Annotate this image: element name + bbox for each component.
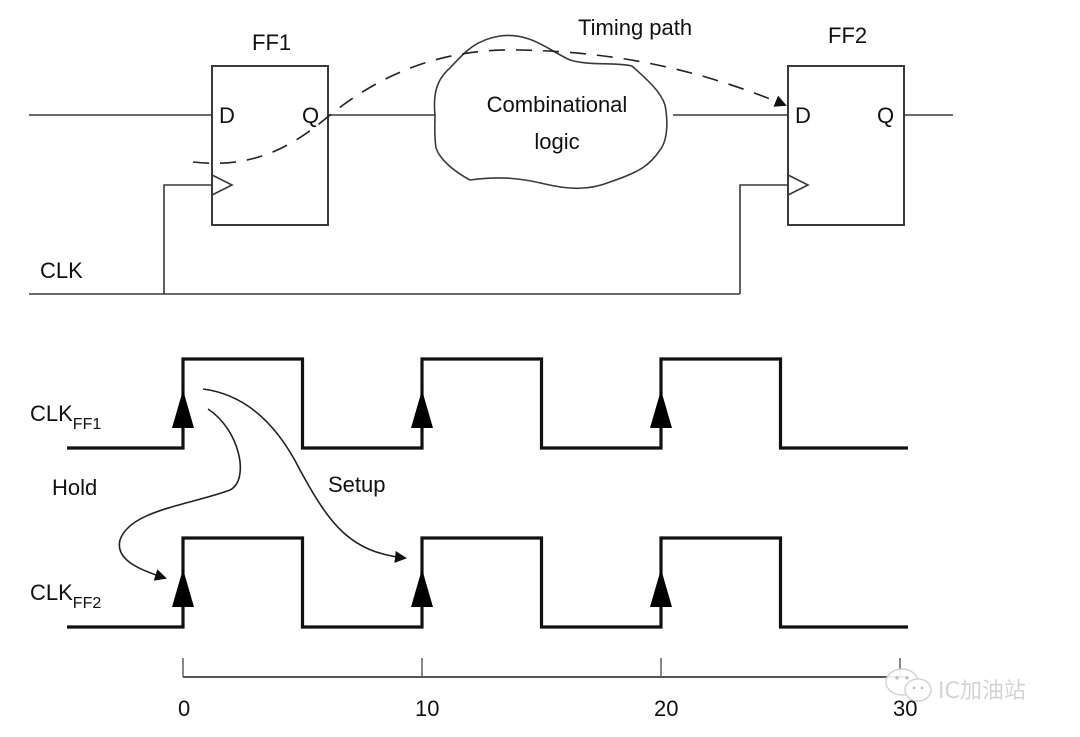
- clk-ff2-branch-wire: [739, 184, 788, 294]
- setup-label: Setup: [328, 472, 386, 497]
- ff2-title: FF2: [828, 23, 867, 48]
- hold-arrow: [118, 408, 242, 581]
- clk-ff2-waveform: [67, 536, 908, 629]
- timing-path-arrow: [192, 49, 787, 164]
- axis-tick-label: 0: [178, 696, 190, 721]
- clk-label: CLK: [40, 258, 83, 283]
- clk-ff2-label: CLKFF2: [30, 580, 101, 612]
- clk-ff2-rising-edge-arrow-icon: [172, 569, 194, 607]
- timing-path-label: Timing path: [578, 15, 692, 40]
- ff1-d-label: D: [219, 103, 235, 128]
- clk-ff1-branch-wire: [163, 184, 212, 294]
- hold-label: Hold: [52, 475, 97, 500]
- clk-ff1-waveform: [67, 357, 908, 450]
- ff1-q-label: Q: [302, 103, 319, 128]
- ff2-clock-triangle-icon: [787, 174, 810, 196]
- clk-ff1-rising-edge-arrow-icon: [172, 390, 194, 428]
- combinational-label-line1: Combinational: [487, 92, 628, 117]
- combinational-label-line2: logic: [534, 129, 579, 154]
- setup-arrow: [202, 388, 407, 563]
- ff1-title: FF1: [252, 30, 291, 55]
- ff2-box: [787, 65, 905, 226]
- combinational-logic-cloud: [433, 34, 668, 190]
- axis-tick-label: 20: [654, 696, 678, 721]
- clk-ff1-rising-edge-arrow-icon: [650, 390, 672, 428]
- waveforms: CLKFF1 CLKFF2 Hold Setup: [30, 357, 908, 629]
- ff1-clock-triangle-icon: [211, 174, 234, 196]
- clk-ff2-rising-edge-arrow-icon: [650, 569, 672, 607]
- circuit: FF1 D Q Combinational logic FF2 D Q CLK …: [29, 15, 953, 295]
- axis-tick-label: 10: [415, 696, 439, 721]
- watermark: IC加油站: [885, 668, 1026, 704]
- watermark-text: IC加油站: [938, 679, 1026, 704]
- wechat-icon: [885, 668, 932, 702]
- ff1-box: [211, 65, 329, 226]
- clk-ff2-rising-edge-arrow-icon: [411, 569, 433, 607]
- ff2-q-label: Q: [877, 103, 894, 128]
- clk-ff1-rising-edge-arrow-icon: [411, 390, 433, 428]
- ff2-d-label: D: [795, 103, 811, 128]
- clk-ff1-label: CLKFF1: [30, 401, 101, 433]
